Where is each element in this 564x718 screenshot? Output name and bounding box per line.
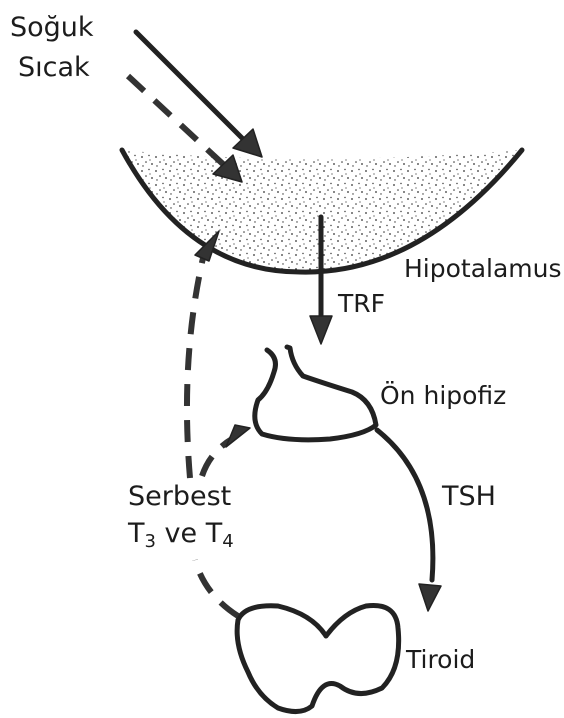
feedback-arrow-to-hypothalamus	[187, 231, 219, 478]
cold-arrow	[136, 32, 262, 157]
free-hormones-label-line2: T3 ve T4	[127, 518, 234, 552]
tsh-arrow	[377, 430, 441, 611]
anterior-pituitary-shape	[255, 347, 376, 440]
hot-label: Sıcak	[18, 52, 90, 83]
thyroid-label: Tiroid	[405, 645, 475, 674]
anterior-pituitary-label: Ön hipofiz	[380, 381, 506, 410]
trf-label: TRF	[337, 289, 385, 318]
cold-label: Soğuk	[10, 12, 94, 43]
tsh-label: TSH	[441, 481, 496, 512]
hypothalamus-label: Hipotalamus	[404, 254, 562, 283]
thyroid-shape	[237, 605, 399, 711]
feedback-line-from-thyroid	[195, 560, 238, 616]
feedback-arrow-to-pituitary	[202, 425, 250, 476]
free-hormones-label-line1: Serbest	[128, 481, 231, 512]
